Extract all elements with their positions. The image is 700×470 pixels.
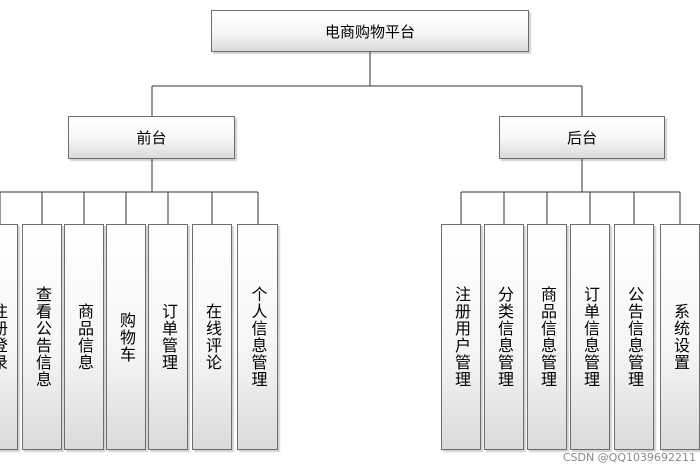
back-leaf-6-label: 系统设置 bbox=[671, 303, 690, 371]
back-leaf-1: 注册用户管理 bbox=[441, 224, 481, 450]
front-leaf-6: 在线评论 bbox=[192, 224, 232, 450]
back-leaf-2: 分类信息管理 bbox=[484, 224, 524, 450]
back-leaf-4-label: 订单信息管理 bbox=[581, 286, 600, 388]
back-node: 后台 bbox=[499, 116, 665, 159]
back-leaf-2-label: 分类信息管理 bbox=[495, 286, 514, 388]
back-label: 后台 bbox=[566, 129, 597, 147]
front-label: 前台 bbox=[136, 129, 167, 147]
back-leaf-3-label: 商品信息管理 bbox=[538, 286, 557, 388]
front-leaf-7-label: 个人信息管理 bbox=[248, 286, 268, 388]
back-leaf-1-label: 注册用户管理 bbox=[452, 286, 471, 388]
root-node: 电商购物平台 bbox=[211, 10, 529, 52]
front-leaf-7: 个人信息管理 bbox=[237, 224, 278, 450]
back-leaf-4: 订单信息管理 bbox=[570, 224, 610, 450]
root-label: 电商购物平台 bbox=[324, 22, 415, 41]
front-leaf-5-label: 订单管理 bbox=[159, 303, 178, 371]
front-node: 前台 bbox=[68, 116, 235, 159]
csdn-watermark: CSDN @QQ1039692211 bbox=[562, 451, 696, 464]
back-leaf-5-label: 公告信息管理 bbox=[625, 286, 644, 388]
front-leaf-6-label: 在线评论 bbox=[203, 303, 222, 371]
front-leaf-1-label: 注册登录 bbox=[0, 303, 8, 371]
front-leaf-2-label: 查看公告信息 bbox=[33, 286, 52, 388]
back-leaf-3: 商品信息管理 bbox=[527, 224, 567, 450]
back-leaf-5: 公告信息管理 bbox=[614, 224, 654, 450]
front-leaf-5: 订单管理 bbox=[148, 224, 188, 450]
front-leaf-3: 商品信息 bbox=[64, 224, 104, 450]
front-leaf-4-label: 购物车 bbox=[117, 311, 136, 363]
front-leaf-1: 注册登录 bbox=[0, 224, 18, 450]
front-leaf-2: 查看公告信息 bbox=[22, 224, 62, 450]
back-leaf-6: 系统设置 bbox=[660, 224, 700, 450]
front-leaf-3-label: 商品信息 bbox=[75, 303, 94, 371]
front-leaf-4: 购物车 bbox=[106, 224, 146, 450]
